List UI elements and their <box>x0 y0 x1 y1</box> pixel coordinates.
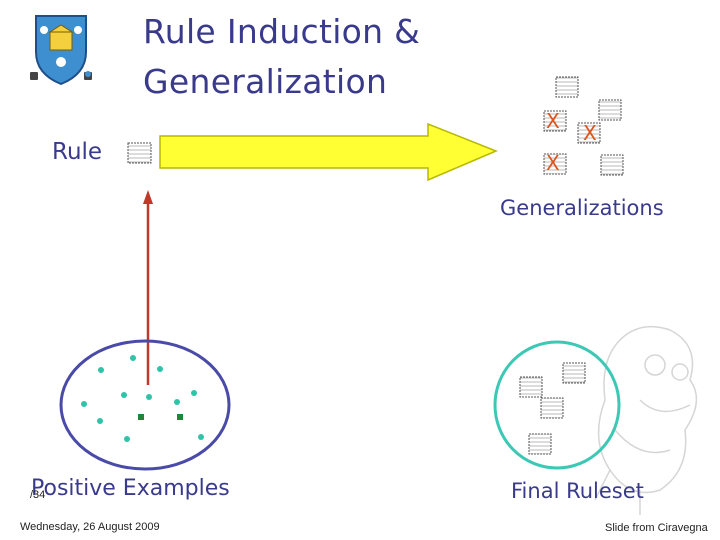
reject-mark: X <box>546 109 560 133</box>
reject-mark: X <box>546 151 560 175</box>
rule-card-icon <box>528 433 552 455</box>
example-dot <box>157 366 163 372</box>
generalization-cards <box>543 76 624 176</box>
example-dot <box>174 399 180 405</box>
generalizations-label: Generalizations <box>500 196 664 220</box>
slide-title-line2: Generalization <box>143 62 388 101</box>
example-dots <box>81 355 204 442</box>
final-ruleset-label: Final Ruleset <box>511 479 644 503</box>
positive-examples-ellipse <box>59 339 231 471</box>
induction-arrow <box>143 190 153 385</box>
example-dot <box>130 355 136 361</box>
example-dot <box>177 414 183 420</box>
example-dot <box>198 434 204 440</box>
rule-card-icon <box>600 154 624 176</box>
slide-title-line1: Rule Induction & <box>143 12 421 51</box>
rule-card-icon <box>519 376 543 398</box>
final-ruleset-cards <box>519 362 586 455</box>
page-number: /34 <box>30 489 46 501</box>
example-dot <box>124 436 130 442</box>
rule-card-icon <box>127 142 152 164</box>
example-dot <box>98 367 104 373</box>
rule-card-icon <box>543 110 567 132</box>
example-dot <box>138 414 144 420</box>
reject-mark: X <box>583 121 597 145</box>
rule-card-icon <box>543 153 567 175</box>
rule-label: Rule <box>52 139 103 165</box>
slide-date: Wednesday, 26 August 2009 <box>20 521 160 533</box>
rule-card-icon <box>540 397 564 419</box>
rule-card-icon <box>555 76 579 98</box>
final-ruleset-ellipse <box>493 340 621 470</box>
generalization-arrow <box>159 122 498 182</box>
mascot-sketch-icon <box>594 325 698 515</box>
example-dot <box>121 392 127 398</box>
example-dot <box>97 418 103 424</box>
rule-card-icon <box>598 99 622 121</box>
rule-card-icon <box>577 122 601 144</box>
example-dot <box>191 390 197 396</box>
rule-card-icon <box>562 362 586 384</box>
example-dot <box>81 401 87 407</box>
example-dot <box>146 394 152 400</box>
positive-examples-label: Positive Examples <box>31 476 230 501</box>
slide-credit: Slide from Ciravegna <box>605 522 708 534</box>
